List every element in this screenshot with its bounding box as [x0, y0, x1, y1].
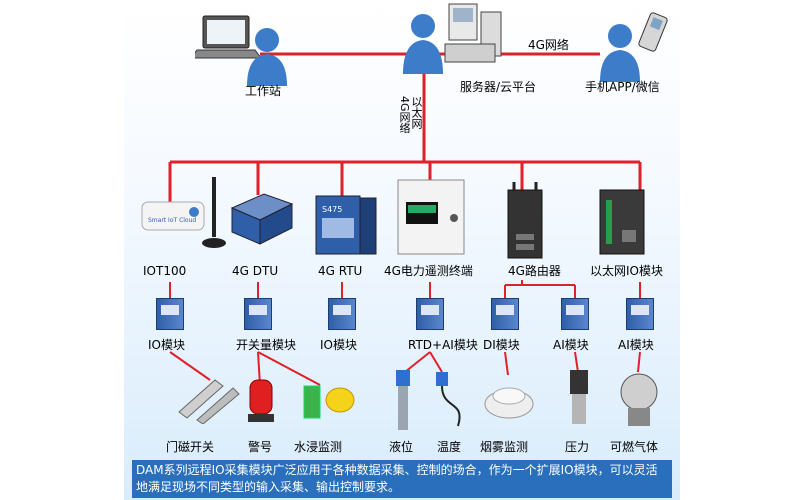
iot100-device-text: Smart IoT Cloud	[148, 217, 196, 224]
link-rtd-temp	[429, 351, 443, 373]
trunk-label-text: 以太网 4G网络	[398, 96, 423, 134]
temperature-sensor-icon	[436, 372, 461, 427]
sensor-label-alarm: 警号	[248, 440, 273, 454]
server-icon	[403, 3, 502, 74]
sensor-label-smoke: 烟雾监测	[480, 440, 529, 454]
module-device-rtd-ai	[416, 298, 444, 330]
network-4g-label: 4G网络	[528, 38, 569, 52]
smoke-detector-icon	[484, 387, 534, 419]
mobile-user-icon	[600, 12, 668, 82]
iot100-device: Smart IoT Cloud	[141, 201, 205, 231]
level-sensor-icon	[396, 370, 410, 430]
pressure-sensor-icon	[570, 370, 588, 424]
water-leak-sensor-icon	[303, 385, 355, 419]
trunk-label: 以太网 4G网络	[398, 96, 423, 134]
module-label-rtd-ai: RTD+AI模块	[408, 338, 478, 352]
link-switch-water	[257, 351, 321, 386]
sensor-label-door: 门磁开关	[166, 440, 215, 454]
rtu-device: S475	[315, 195, 377, 255]
workstation-label: 工作站	[245, 84, 282, 98]
gas-detector-icon	[620, 373, 658, 426]
module-panel	[249, 305, 267, 315]
module-panel	[566, 305, 584, 315]
workstation-icon	[195, 15, 287, 86]
module-label-ai-2: AI模块	[618, 338, 654, 352]
link-ai-pressure	[574, 351, 579, 373]
description-text: DAM系列远程IO采集模块广泛应用于各种数据采集、控制的场合，作为一个扩展IO模…	[132, 460, 672, 498]
door-sensor-icon	[178, 379, 240, 424]
dtu-device	[230, 193, 294, 245]
gateway-label-telemetry: 4G电力遥测终端	[384, 264, 473, 278]
module-device-ai	[561, 298, 589, 330]
module-panel	[161, 305, 179, 315]
gateway-label-router: 4G路由器	[508, 264, 561, 278]
module-label-di: DI模块	[483, 338, 520, 352]
gateway-label-eth-io: 以太网IO模块	[590, 264, 663, 278]
gateway-label-iot100: IOT100	[143, 264, 187, 278]
sensor-label-level: 液位	[389, 440, 414, 454]
gateway-label-rtu: 4G RTU	[318, 264, 363, 278]
sensor-label-gas: 可燃气体	[610, 440, 659, 454]
module-device-di	[491, 298, 519, 330]
router-device	[507, 182, 543, 259]
module-device-ai-2	[626, 298, 654, 330]
link-di-smoke	[504, 351, 509, 376]
rtu-device-text: S475	[322, 205, 342, 214]
module-panel	[496, 305, 514, 315]
ethernet-io-device	[599, 189, 645, 255]
link-ai-gas	[637, 351, 641, 373]
module-label-switch: 开关量模块	[236, 338, 297, 352]
link-io-door	[169, 351, 211, 381]
sensor-label-temperature: 温度	[437, 440, 462, 454]
module-label-io: IO模块	[148, 338, 185, 352]
telemetry-terminal-device	[397, 179, 465, 255]
link-rtd-level	[404, 351, 431, 373]
module-label-ai: AI模块	[553, 338, 589, 352]
server-label: 服务器/云平台	[460, 80, 537, 94]
module-panel	[421, 305, 439, 315]
sensor-label-water: 水浸监测	[294, 440, 343, 454]
antenna-icon	[202, 177, 226, 248]
alarm-icon	[248, 379, 274, 422]
module-device-io-2	[328, 298, 356, 330]
sensor-label-pressure: 压力	[565, 440, 590, 454]
module-device-switch	[244, 298, 272, 330]
module-panel	[631, 305, 649, 315]
gateway-label-dtu: 4G DTU	[232, 264, 279, 278]
module-label-io-2: IO模块	[320, 338, 357, 352]
module-panel	[333, 305, 351, 315]
module-device-io	[156, 298, 184, 330]
mobile-label: 手机APP/微信	[585, 80, 660, 94]
